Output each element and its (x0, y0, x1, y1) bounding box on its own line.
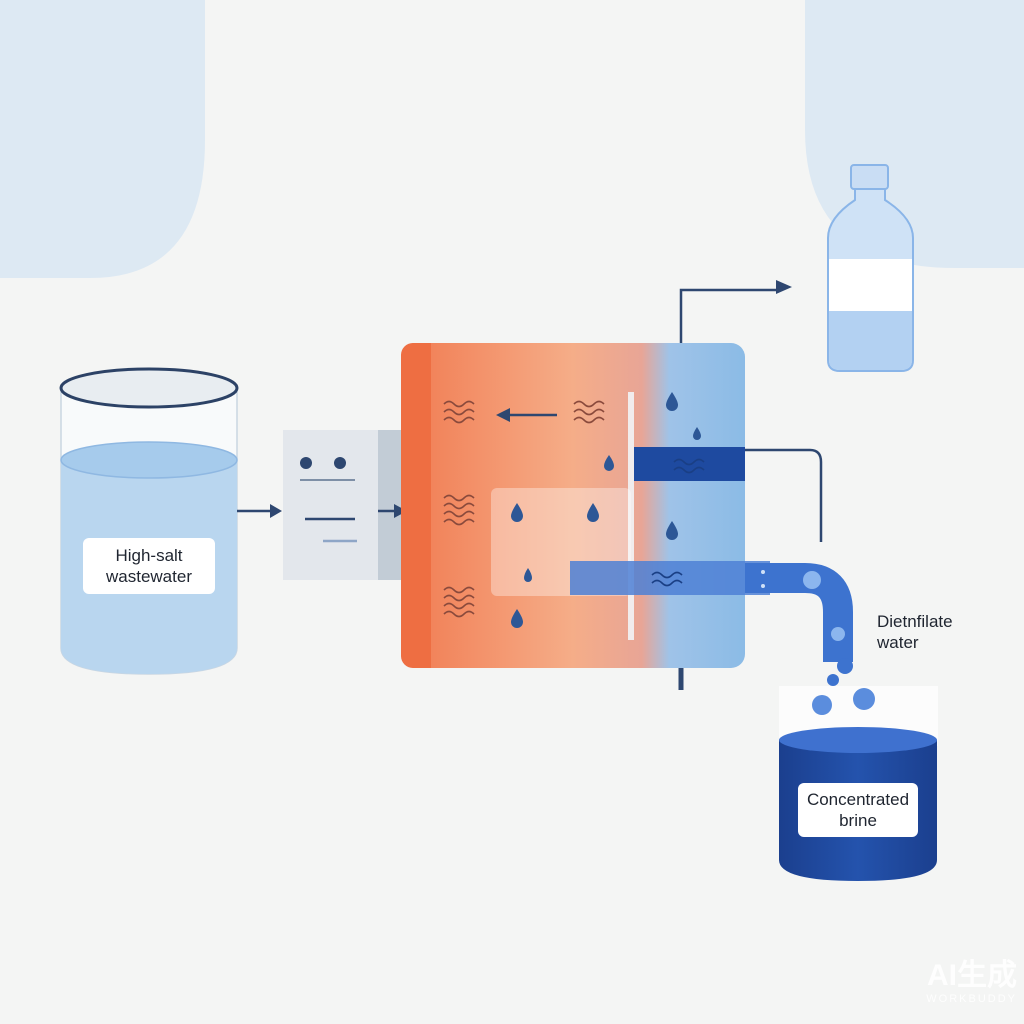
watermark: AI生成 WORKBUDDY (902, 960, 1017, 1006)
membrane-module (401, 343, 770, 690)
distillate-label-line2: water (877, 633, 919, 652)
distillate-water-label: Dietnfilate water (877, 611, 987, 653)
pretreatment-unit (283, 430, 403, 580)
arrow-right-icon (776, 280, 792, 294)
arrow-right-icon (270, 504, 282, 518)
concentrated-brine-label: Concentrated brine (798, 783, 918, 837)
high-salt-wastewater-label: High-salt wastewater (83, 538, 215, 594)
wave-icon (651, 458, 705, 587)
bottle-icon (827, 164, 914, 372)
brine-label-line2: brine (839, 811, 877, 830)
arrow-left-icon (496, 408, 510, 422)
arrow-right-icon (394, 504, 407, 518)
wave-icon (443, 400, 605, 618)
watermark-line2: WORKBUDDY (926, 993, 1017, 1005)
feed-tank (59, 367, 239, 675)
watermark-line1: AI生成 (927, 959, 1017, 992)
discharge-pipe (745, 563, 853, 686)
face-icon (300, 457, 357, 543)
droplet-icon (511, 392, 701, 628)
corner-blob-left (0, 0, 205, 278)
distillate-label-line1: Dietnfilate (877, 612, 953, 631)
high-salt-label-line1: High-salt (115, 546, 183, 565)
high-salt-label-line2: wastewater (106, 567, 192, 586)
brine-label-line1: Concentrated (806, 790, 910, 809)
